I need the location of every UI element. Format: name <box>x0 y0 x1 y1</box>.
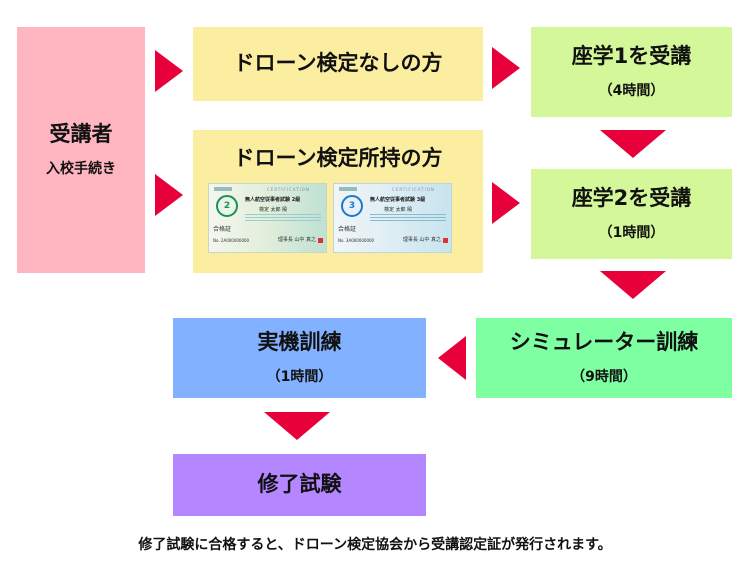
no-license-box: ドローン検定なしの方 <box>193 27 483 101</box>
course2-hours: （1時間） <box>598 224 665 241</box>
certificate-text-line <box>245 217 321 218</box>
footer-note: 修了試験に合格すると、ドローン検定協会から受講認定証が発行されます。 <box>138 537 612 553</box>
arrow-down-icon <box>264 412 330 440</box>
certificate-issuer: 理事長 山中 真之 <box>402 237 441 243</box>
certificate-card-grade2: CERTIFICATION 2 無人航空従事者試験 2級 検定 太郎 殿 合格証… <box>208 183 327 253</box>
certificate-text-line <box>245 220 321 221</box>
completion-box: 修了試験 <box>173 454 426 516</box>
no-license-title: ドローン検定なしの方 <box>233 51 443 76</box>
certificate-exam-title: 無人航空従事者試験 3級 <box>370 197 426 203</box>
certificate-number: No. 2A000000000 <box>213 238 250 243</box>
applicant-box: 受講者 入校手続き <box>17 27 145 273</box>
certificate-pass-label: 合格証 <box>338 226 357 233</box>
course2-box: 座学2を受講 （1時間） <box>531 169 732 259</box>
course2-title: 座学2を受講 <box>571 186 692 211</box>
certificate-number: No. 3A000000000 <box>338 238 375 243</box>
certificate-exam-title: 無人航空従事者試験 2級 <box>245 197 301 203</box>
certificate-text-line <box>245 214 321 215</box>
grade-seal-icon: 3 <box>341 195 363 217</box>
completion-title: 修了試験 <box>257 472 342 497</box>
certificate-header: CERTIFICATION <box>267 187 310 192</box>
certificate-name: 検定 太郎 殿 <box>384 207 413 213</box>
with-license-title: ドローン検定所持の方 <box>233 146 443 170</box>
arrow-down-icon <box>600 271 666 299</box>
certificate-issuer: 理事長 山中 真之 <box>277 237 316 243</box>
certificate-header: CERTIFICATION <box>392 187 435 192</box>
course1-title: 座学1を受講 <box>571 44 692 69</box>
certificate-stamp <box>318 238 323 243</box>
certificate-text-line <box>370 214 446 215</box>
arrow-down-icon <box>600 130 666 158</box>
practical-hours: （1時間） <box>266 368 333 385</box>
arrow-right-icon <box>155 174 183 216</box>
arrow-right-icon <box>492 47 520 89</box>
certificate-text-line <box>370 220 446 221</box>
grade-seal-icon: 2 <box>216 195 238 217</box>
simulator-box: シミュレーター訓練 （9時間） <box>476 318 732 398</box>
course1-hours: （4時間） <box>598 82 665 99</box>
arrow-right-icon <box>155 50 183 92</box>
certificate-logo <box>339 187 357 191</box>
practical-box: 実機訓練 （1時間） <box>173 318 426 398</box>
course1-box: 座学1を受講 （4時間） <box>531 27 732 117</box>
applicant-title: 受講者 <box>49 122 113 147</box>
certificate-logo <box>214 187 232 191</box>
arrow-left-icon <box>438 336 466 380</box>
certificate-name: 検定 太郎 殿 <box>259 207 288 213</box>
certificate-card-grade3: CERTIFICATION 3 無人航空従事者試験 3級 検定 太郎 殿 合格証… <box>333 183 452 253</box>
arrow-right-icon <box>492 182 520 224</box>
simulator-hours: （9時間） <box>571 368 637 385</box>
practical-title: 実機訓練 <box>257 330 342 355</box>
certificate-text-line <box>370 217 446 218</box>
simulator-title: シミュレーター訓練 <box>509 330 699 355</box>
certificate-pass-label: 合格証 <box>213 226 232 233</box>
certificate-stamp <box>443 238 448 243</box>
applicant-subtitle: 入校手続き <box>46 160 116 177</box>
